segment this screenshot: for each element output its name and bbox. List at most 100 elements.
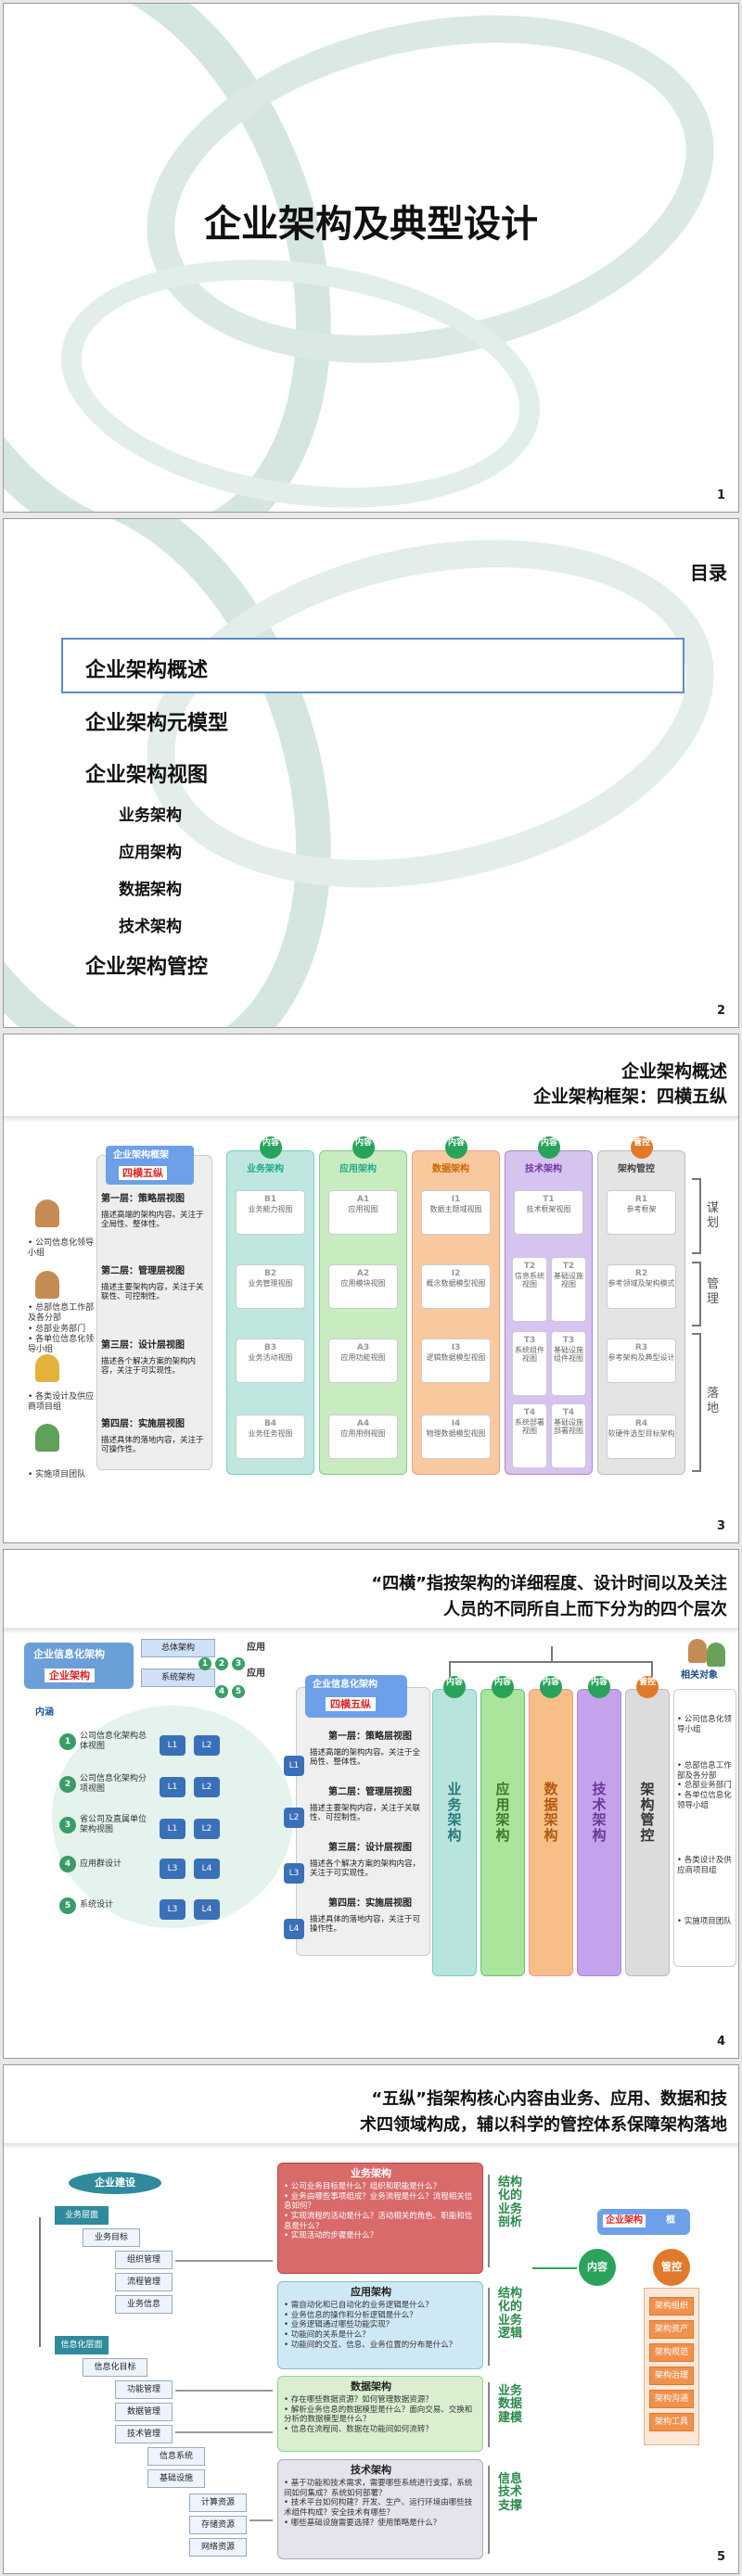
- page-number: 1: [717, 489, 725, 502]
- role-label: 各类设计及供应商项目组: [28, 1392, 98, 1414]
- nest-item: 应用群设计: [80, 1859, 148, 1870]
- level-badge: L2: [194, 1777, 220, 1797]
- toc-item-views[interactable]: 企业架构视图: [85, 758, 208, 788]
- column-title: 技术架构: [590, 1782, 608, 1843]
- level-badge: L4: [284, 1919, 304, 1939]
- build-label: 企业建设: [69, 2172, 161, 2194]
- left-framework-label: 企业信息化架构 企业架构: [24, 1643, 134, 1689]
- tree-node: 基础设施: [147, 2469, 205, 2488]
- tree-level-biz: 业务层面: [55, 2206, 109, 2225]
- tree-node: 业务目标: [83, 2228, 140, 2247]
- tree-node: 数据管理: [115, 2403, 173, 2421]
- role-label: 实施项目团队: [677, 1917, 735, 1927]
- layer-desc: 描述高端的架构内容。关注于全局性、整体性。: [101, 1211, 211, 1229]
- toc-sub-data[interactable]: 数据架构: [119, 876, 182, 899]
- slide-subheading: 术四领域构成，辅以科学的管控体系保障架构落地: [360, 2112, 727, 2136]
- block-application: 应用架构 需自动化和已自动化的业务逻辑是什么？ 业务信息的操作和分析逻辑是什么？…: [277, 2281, 483, 2369]
- role-label: 实施项目团队: [28, 1470, 85, 1480]
- toc-sub-technology[interactable]: 技术架构: [119, 913, 182, 936]
- role-label-group: 总部信息工作部及各分部 总部业务部门 各单位信息化领导小组: [28, 1303, 98, 1355]
- page-number: 3: [717, 1519, 725, 1533]
- layer-title: 第二层：管理层视图: [328, 1787, 412, 1798]
- layer-title: 第一层：策略层视图: [328, 1732, 412, 1743]
- layer-title: 第四层：实施层视图: [328, 1898, 412, 1910]
- mgmt-item: 架构组织: [649, 2297, 694, 2316]
- level-badge: L3: [160, 1859, 186, 1879]
- toc-sub-business[interactable]: 业务架构: [119, 802, 182, 825]
- divider: [4, 2143, 738, 2150]
- column-head-badge: 内容: [588, 1676, 610, 1698]
- column-title: 应用架构: [493, 1782, 512, 1843]
- role-label-group: 总部信息工作部及各分部 总部业务部门 各单位信息化领导小组: [677, 1761, 735, 1810]
- column-head-badge: 内容: [540, 1676, 562, 1698]
- block-technology: 技术架构 基于功能和技术需求，需要哪些系统进行支撑，系统间如何集成？系统如何部署…: [277, 2459, 483, 2559]
- slide-subheading: 人员的不同所自上而下分为的四个层次: [443, 1596, 727, 1620]
- slide-title: 企业架构及典型设计: [4, 194, 738, 247]
- right-framework-label: 企业架构 框: [597, 2209, 690, 2235]
- column-title: 应用架构: [339, 1164, 377, 1175]
- role-avatar-1: [35, 1199, 59, 1227]
- slide-subheading: 企业架构框架：四横五纵: [533, 1083, 727, 1108]
- bracket-label: 落地: [707, 1387, 720, 1415]
- layer-title: 第一层：策略层视图: [101, 1194, 185, 1205]
- framework-label: 企业架构框架 四横五纵: [106, 1146, 194, 1185]
- bracket: [692, 1333, 701, 1472]
- layer-title: 第三层：设计层视图: [328, 1843, 412, 1854]
- level-badge: L3: [160, 1899, 186, 1920]
- column-head-badge: 内容: [260, 1136, 282, 1159]
- toc-item-metamodel[interactable]: 企业架构元模型: [85, 706, 228, 736]
- page-number: 5: [717, 2550, 725, 2564]
- toc-item-governance[interactable]: 企业架构管控: [85, 950, 208, 980]
- column-head-badge: 内容: [445, 1136, 467, 1159]
- column-head-badge: 内容: [443, 1676, 466, 1698]
- tree-node: 业务信息: [115, 2295, 173, 2314]
- tree-node: 计算资源: [189, 2494, 247, 2512]
- bracket-label: 管理: [707, 1277, 720, 1306]
- slide-1: 企业架构及典型设计 1: [3, 3, 739, 513]
- connector: [551, 1646, 553, 1661]
- column-title: 数据架构: [432, 1164, 469, 1175]
- column-head-badge: 内容: [538, 1136, 560, 1159]
- toc-item-overview[interactable]: 企业架构概述: [85, 654, 208, 683]
- layer-desc: 描述具体的落地内容，关注于可操作性。: [310, 1915, 426, 1934]
- layer-title: 第三层：设计层视图: [101, 1340, 185, 1351]
- role-avatar-3: [35, 1354, 59, 1382]
- slide-5: “五纵”指架构核心内容由业务、应用、数据和技 术四领域构成，辅以科学的管控体系保…: [3, 2064, 739, 2574]
- use-label: 应用: [247, 1643, 265, 1654]
- divider: [4, 1116, 738, 1123]
- mgmt-item: 架构规范: [649, 2343, 694, 2362]
- block-business: 业务架构 公司业务目标是什么？组织和职能是什么？ 业务由哪些事项组成？业务流程是…: [277, 2163, 483, 2274]
- column-title: 数据架构: [542, 1782, 560, 1843]
- divider: [4, 1628, 738, 1634]
- level-badge: L1: [160, 1735, 186, 1756]
- toc-sub-application[interactable]: 应用架构: [119, 839, 182, 862]
- column-head-badge: 内容: [352, 1136, 375, 1159]
- column-title: 技术架构: [525, 1164, 562, 1175]
- tree-node: 流程管理: [115, 2273, 173, 2291]
- tag-overall: 总体架构: [141, 1639, 215, 1657]
- page-number: 4: [717, 2035, 725, 2049]
